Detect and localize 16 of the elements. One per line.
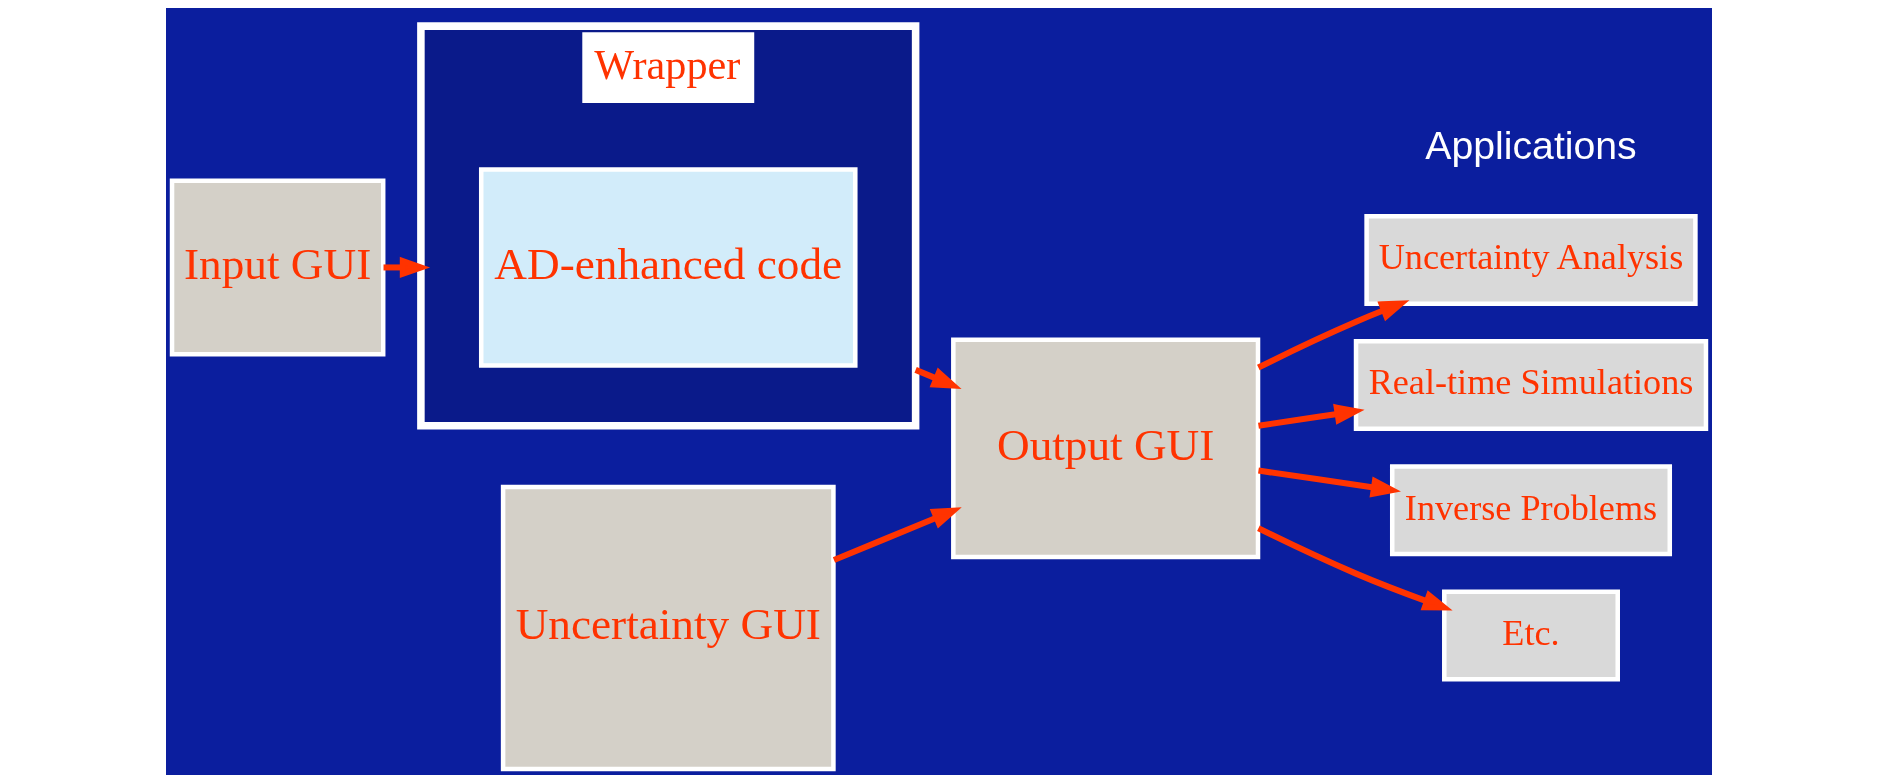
node-box: Output GUI — [950, 337, 1260, 560]
arrow — [1256, 525, 1453, 611]
node-box: Etc. — [1441, 589, 1620, 682]
arrow — [1256, 300, 1409, 371]
node-box: Input GUI — [169, 178, 385, 357]
node-box: Uncertainty GUI — [500, 484, 836, 772]
label: Applications — [1424, 124, 1637, 168]
arrow — [383, 256, 430, 279]
arrow — [1257, 403, 1365, 429]
arrow — [832, 507, 962, 563]
node-box: AD-enhanced code — [478, 167, 858, 368]
node-box: Uncertainty Analysis — [1363, 213, 1698, 306]
node-box: Real-time Simulations — [1353, 339, 1708, 432]
arrow — [1257, 467, 1401, 498]
arrow — [913, 367, 962, 389]
node-box: Inverse Problems — [1389, 464, 1672, 557]
